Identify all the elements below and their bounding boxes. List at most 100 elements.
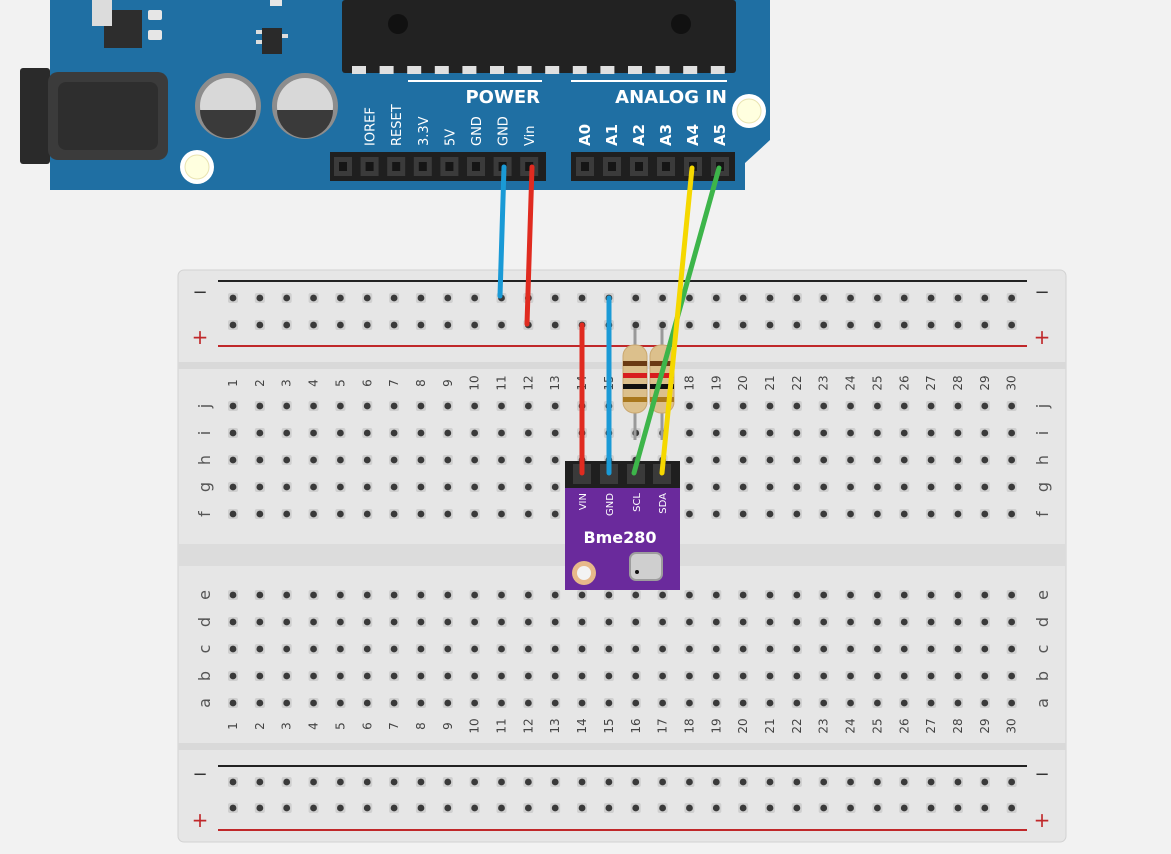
breadboard-hole-socket [981,402,989,410]
pin-label: GND [497,116,512,146]
breadboard-hole-socket [739,294,747,302]
breadboard-hole-socket [659,699,666,707]
breadboard-hole-socket [874,804,881,812]
breadboard-hole-socket [551,321,559,329]
column-number: 28 [951,718,965,733]
breadboard-hole-socket [686,483,693,491]
breadboard-hole-socket [551,591,559,599]
breadboard-hole-socket [444,699,452,707]
smd-component [148,10,162,20]
breadboard-hole-socket [551,778,559,786]
wire-gnd[interactable] [497,164,507,299]
transistor-leg [256,30,262,34]
breadboard-hole-socket [417,510,425,518]
column-number: 26 [897,718,911,733]
breadboard-hole-socket [632,618,640,626]
breadboard-hole-socket [471,402,479,410]
column-number: 30 [1005,718,1019,733]
breadboard-hole-socket [1008,294,1016,302]
pin-label: GND [470,116,485,146]
breadboard-hole-socket [498,699,505,707]
row-letter: c [195,645,214,654]
breadboard-hole-socket [954,429,962,437]
breadboard-hole-socket [954,804,962,812]
column-number: 21 [763,375,777,390]
column-number: 5 [333,379,347,387]
pin-label: IOREF [364,107,379,146]
breadboard-hole-socket [820,699,828,707]
breadboard-hole-socket [793,699,801,707]
breadboard-hole-socket [337,294,344,302]
breadboard-hole-socket [337,402,344,410]
breadboard-hole-socket [256,429,264,437]
breadboard-hole-socket [927,804,935,812]
breadboard-hole-socket [793,321,801,329]
column-number: 10 [468,375,482,390]
wires [497,164,722,476]
breadboard-hole-socket [847,618,854,626]
breadboard-hole-socket [659,672,666,680]
breadboard-hole-socket [444,591,452,599]
row-letter: c [1033,645,1052,654]
chip-pin [600,66,615,74]
chip-pin [407,66,422,74]
breadboard-hole-socket [337,645,344,653]
breadboard-hole-socket [712,483,720,491]
breadboard-hole-socket [498,402,505,410]
breadboard-hole-socket [471,778,479,786]
breadboard-hole-socket [686,510,693,518]
breadboard-hole-socket [283,483,291,491]
sensor-chip-dot [635,570,639,574]
breadboard-hole-socket [820,456,828,464]
pin-label: 3.3V [417,116,432,146]
breadboard-hole-socket [739,645,747,653]
column-number: 16 [629,718,643,733]
chip-pin [490,66,504,74]
breadboard-hole-socket [417,778,425,786]
column-number: 4 [307,379,321,387]
rail-plus-label: + [192,808,209,832]
analog-header [571,152,735,181]
breadboard-hole-socket [283,321,291,329]
column-number: 29 [978,375,992,390]
wire-sda[interactable] [659,165,695,476]
breadboard-hole-socket [310,591,317,599]
row-letter: g [195,482,214,492]
column-number: 8 [414,722,428,730]
breadboard-hole-socket [1008,804,1016,812]
rail-separator-top [178,362,1066,369]
power-header-title: POWER [465,87,540,108]
breadboard-hole-socket [820,510,828,518]
bme280-sensor: Bme280 [565,461,680,590]
breadboard-hole-socket [712,699,720,707]
wire-vin[interactable] [524,164,535,327]
row-letter: i [195,431,214,435]
column-number: 21 [763,718,777,733]
breadboard-hole-socket [712,591,720,599]
breadboard-hole-socket [954,321,962,329]
breadboard-hole-socket [283,778,291,786]
column-number: 28 [951,375,965,390]
breadboard-hole-socket [471,321,479,329]
breadboard-hole-socket [847,456,854,464]
breadboard-hole-socket [874,510,881,518]
header-socket-hole [472,162,480,171]
breadboard-hole-socket [981,645,989,653]
breadboard-hole-socket [337,804,344,812]
breadboard-hole-socket [256,645,264,653]
breadboard-hole-socket [390,618,398,626]
analog-header-title: ANALOG IN [615,87,727,108]
breadboard-hole-socket [498,618,505,626]
chip-pin [655,66,670,74]
breadboard-hole-socket [739,483,747,491]
breadboard-hole-socket [632,778,640,786]
column-number: 17 [656,718,670,733]
breadboard-hole-socket [766,618,774,626]
breadboard-hole-socket [900,591,908,599]
breadboard-hole-socket [337,778,344,786]
column-number: 9 [441,379,455,387]
breadboard-hole-socket [310,618,317,626]
breadboard-hole-socket [954,402,962,410]
breadboard-hole-socket [659,294,666,302]
